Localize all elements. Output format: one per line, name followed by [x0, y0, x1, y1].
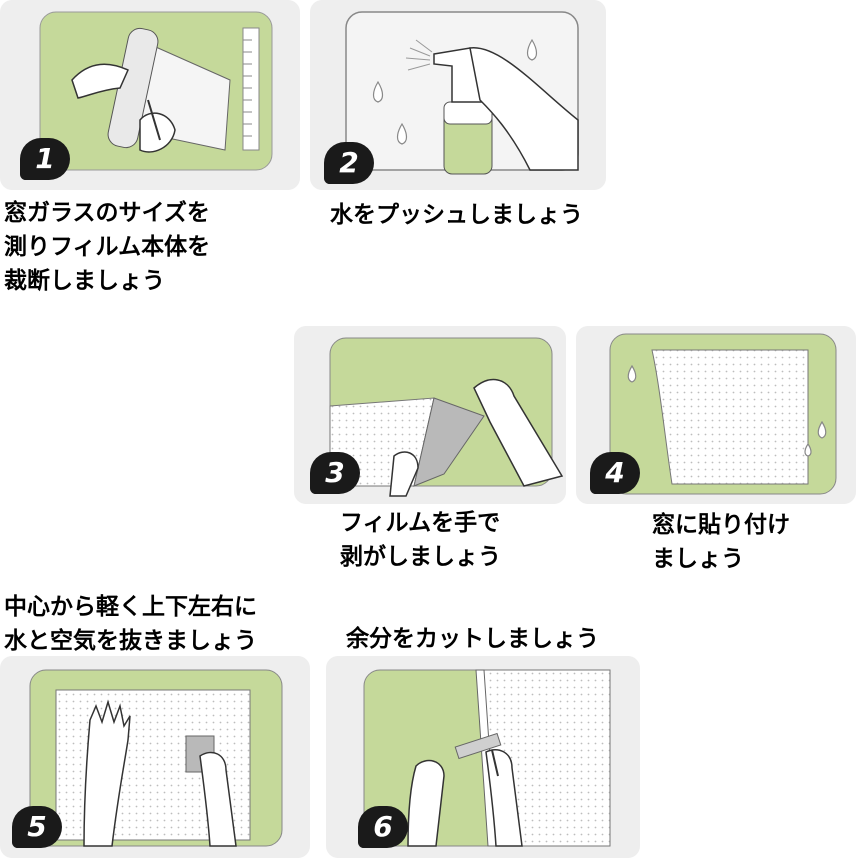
- step-6-number: 6: [373, 810, 393, 843]
- step-2-panel: 2: [310, 0, 606, 190]
- cutting-guide: [454, 732, 502, 760]
- step-6-caption-line: 余分をカットしましょう: [346, 626, 599, 652]
- step-2-caption: 水をプッシュしましょう: [330, 198, 583, 232]
- spray-mist: [405, 39, 433, 71]
- step-3-caption-line: 剥がしましょう: [340, 544, 501, 570]
- step-6-badge: [358, 806, 408, 848]
- step-3-badge: [310, 452, 360, 494]
- left-hand: [407, 759, 445, 847]
- step-3-number: 3: [325, 456, 345, 489]
- step-3-caption-line: フィルムを手で: [340, 510, 501, 536]
- left-hand: [71, 63, 129, 99]
- step-1-number: 1: [35, 142, 55, 175]
- left-hand: [83, 699, 131, 847]
- right-hand: [473, 378, 564, 487]
- step-1-badge: [20, 138, 70, 180]
- right-hand: [485, 748, 523, 847]
- water-drops: [627, 364, 827, 457]
- step-3-illustration: [329, 337, 564, 497]
- step-5-panel: 5: [0, 656, 310, 858]
- step-1-panel: 1: [0, 0, 300, 190]
- applied-film: [651, 349, 809, 485]
- step-1-caption-line: 窓ガラスのサイズを: [4, 200, 210, 226]
- step-6-panel: 6: [326, 656, 640, 858]
- measuring-tape: [242, 27, 260, 151]
- cutter: [147, 99, 161, 141]
- step-3-panel: 3: [294, 326, 566, 504]
- step-3-caption: フィルムを手で 剥がしましょう: [340, 506, 501, 574]
- cutter: [491, 749, 499, 777]
- step-2-badge: [324, 142, 374, 184]
- step-5-illustration: [29, 669, 283, 847]
- right-hand: [199, 751, 237, 847]
- step-4-caption-line: 窓に貼り付け: [652, 512, 790, 538]
- step-2-illustration: [345, 11, 579, 175]
- step-4-panel: 4: [576, 326, 856, 504]
- step-6-caption: 余分をカットしましょう: [346, 622, 599, 656]
- step-4-caption-line: ましょう: [652, 546, 744, 572]
- step-5-caption-line: 中心から軽く上下左右に: [4, 594, 257, 620]
- step-4-illustration: [609, 333, 837, 495]
- step-2-caption-line: 水をプッシュしましょう: [330, 202, 583, 228]
- step-2-number: 2: [339, 146, 359, 179]
- step-1-illustration: [39, 11, 273, 171]
- step-5-number: 5: [27, 810, 47, 843]
- step-1-caption-line: 裁断しましょう: [4, 268, 165, 294]
- step-4-number: 4: [605, 456, 625, 489]
- step-5-badge: [12, 806, 62, 848]
- step-6-illustration: [363, 669, 611, 847]
- step-1-caption-line: 測りフィルム本体を: [4, 234, 211, 260]
- left-hand: [389, 451, 419, 497]
- step-1-caption: 窓ガラスのサイズを 測りフィルム本体を 裁断しましょう: [4, 196, 210, 298]
- step-4-caption: 窓に貼り付け ましょう: [652, 508, 790, 576]
- step-4-badge: [590, 452, 640, 494]
- step-5-caption: 中心から軽く上下左右に 水と空気を抜きましょう: [4, 590, 257, 658]
- hand-spraying: [469, 47, 579, 171]
- peeled-backing: [413, 397, 485, 487]
- step-5-caption-line: 水と空気を抜きましょう: [4, 628, 257, 654]
